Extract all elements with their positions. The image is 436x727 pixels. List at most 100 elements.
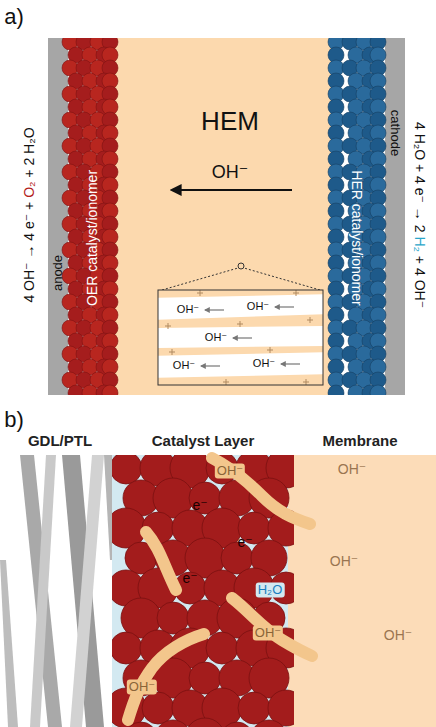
oer-particles — [62, 38, 118, 395]
region-text: OH⁻ — [245, 300, 271, 313]
region-text: OH⁻ — [384, 627, 412, 643]
region-text: OH⁻ — [330, 553, 358, 569]
region-text: e⁻ — [237, 534, 252, 550]
region-text: e⁻ — [192, 497, 207, 513]
ion-channel — [158, 352, 323, 378]
region-text: OH⁻ — [127, 680, 157, 695]
gdl-fibers — [62, 455, 104, 727]
region-box: OH⁻ OH⁻ OH⁻ OH⁻ OH⁻ — [158, 290, 323, 385]
gdl-fibers — [0, 455, 118, 727]
gdl-fibers — [30, 455, 56, 727]
gdl-fibers — [70, 455, 104, 727]
membrane-body — [288, 455, 436, 727]
region-text: OH⁻ — [251, 357, 277, 370]
equation-term: 4 — [21, 291, 37, 303]
region-box: MembraneOH⁻OH⁻OH⁻ — [288, 425, 436, 727]
region-text: OH⁻ — [338, 461, 366, 477]
region-text: OH⁻ — [203, 331, 229, 344]
equation-term: OH⁻ — [412, 280, 428, 308]
catalyst-particle — [112, 455, 142, 484]
her-particles — [348, 385, 364, 395]
catalyst-particle — [251, 720, 287, 727]
region-text: e⁻ — [182, 570, 197, 586]
oer-particles — [102, 385, 118, 395]
fixed-charge — [197, 290, 203, 296]
reaction-equation: 4 OH⁻ → 4 e⁻ + O₂ + 2 H₂O — [21, 127, 37, 302]
panel-label: b) — [4, 407, 24, 432]
catalyst-particle — [238, 692, 270, 724]
ion-arrow — [233, 337, 252, 338]
fixed-charge — [267, 347, 273, 353]
gdl-fibers — [0, 560, 18, 727]
zoom-leader — [162, 268, 238, 290]
equation-term: → — [412, 207, 428, 225]
equation-term: e⁻ — [412, 188, 428, 207]
her-particles — [370, 385, 386, 395]
region-text: anode — [51, 255, 66, 291]
equation-term: 2 — [412, 225, 428, 237]
oer-particles — [82, 385, 98, 395]
zoom-leader — [162, 263, 320, 290]
region-text: OH⁻ — [212, 162, 249, 183]
equation-term: + — [21, 198, 37, 210]
oer-particles — [68, 385, 84, 395]
equation-term: H₂O — [412, 134, 428, 164]
zoom-leader — [238, 263, 244, 269]
equation-term: 4 — [21, 229, 37, 241]
equation-term: O₂ — [21, 178, 37, 198]
ionomer-strand — [232, 598, 312, 656]
region-text: HER catalyst/ionomer — [349, 170, 365, 305]
fixed-charge — [165, 323, 171, 329]
membrane-body — [110, 38, 338, 395]
equation-term: + — [21, 166, 37, 178]
region-box: Catalyst LayerOH⁻e⁻e⁻H₂Oe⁻OH⁻OH⁻ — [118, 425, 288, 727]
zoom-leader — [244, 268, 320, 290]
region-heading: Catalyst Layer — [152, 432, 255, 449]
fixed-charge — [169, 349, 175, 355]
inset-box — [158, 290, 323, 385]
region-text: OER catalyst/ionomer — [84, 170, 100, 306]
equation-term: H₂ — [412, 236, 428, 255]
ion-arrow — [201, 365, 220, 366]
gdl-fibers — [20, 455, 62, 727]
catalyst-particle — [221, 722, 253, 727]
reaction-equation: 4 H₂O + 4 e⁻ → 2 H₂ + 4 OH⁻ — [412, 122, 428, 308]
region-box: OER catalyst/ionomer — [66, 38, 118, 395]
equation-term: + — [412, 164, 428, 176]
catalyst-particle — [155, 720, 191, 727]
fixed-charge — [223, 379, 229, 385]
equation-term: + — [412, 256, 428, 268]
electrode-plate — [48, 38, 405, 395]
region-text: HEM — [201, 107, 259, 137]
region-box: HER catalyst/ionomer — [330, 38, 385, 395]
region-text: H₂O — [256, 583, 285, 598]
ion-channel — [158, 294, 323, 378]
ionomer-strand — [128, 634, 204, 720]
region-box: cathode — [385, 38, 405, 395]
ion-arrow — [172, 189, 292, 191]
region-text: cathode — [388, 110, 403, 156]
region-text: OH⁻ — [171, 359, 197, 372]
fixed-charge — [307, 317, 313, 323]
her-particles — [328, 385, 344, 395]
equation-term: e⁻ — [21, 210, 37, 229]
equation-term: 4 — [412, 268, 428, 280]
ion-arrow — [172, 190, 292, 191]
equation-term: 4 — [412, 176, 428, 188]
region-box: OH⁻ OH⁻ OH⁻ OH⁻ OH⁻ HEM OH⁻ — [118, 38, 330, 395]
ion-arrow — [205, 309, 224, 310]
region-text: OH⁻ — [175, 303, 201, 316]
catalyst-particle — [206, 632, 238, 664]
fixed-charge — [237, 321, 243, 327]
ionomer-strand — [212, 458, 310, 524]
equation-term: H₂O — [21, 127, 37, 153]
membrane-body — [288, 455, 436, 727]
ion-arrow — [281, 363, 300, 364]
region-box: GDL/PTL — [0, 425, 118, 727]
equation-term: → — [21, 241, 37, 259]
ion-arrow — [275, 306, 294, 307]
region-text: OH⁻ — [253, 626, 283, 641]
catalyst-particle — [112, 632, 142, 664]
fixed-charge — [293, 290, 299, 296]
catalyst-particle — [185, 718, 225, 727]
